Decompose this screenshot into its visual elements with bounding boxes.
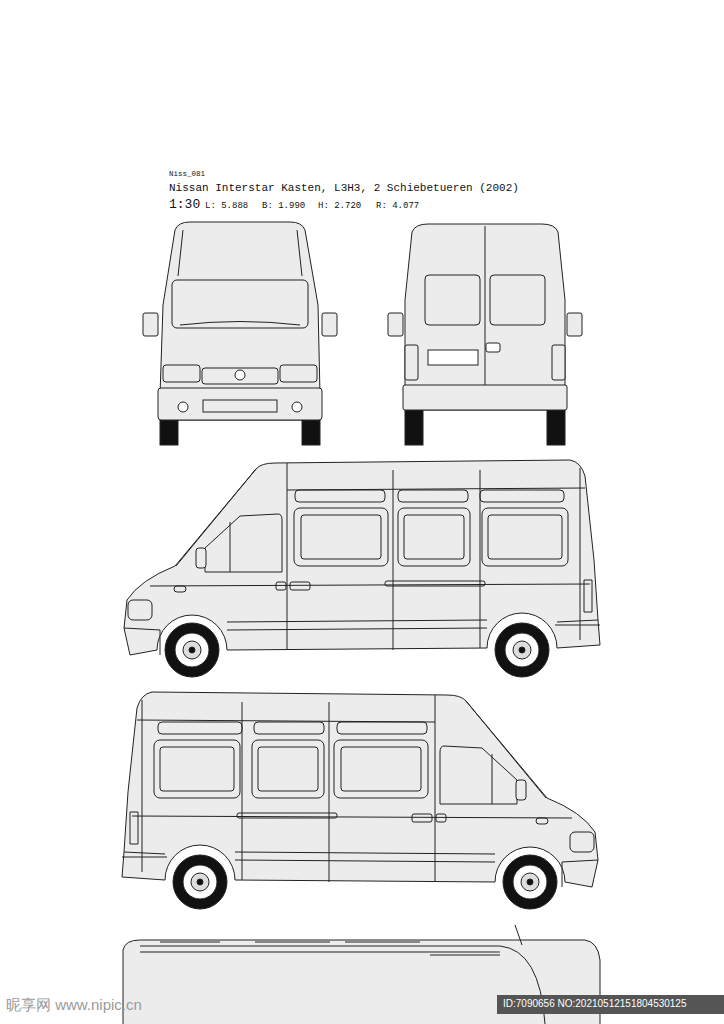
right-side-view (122, 692, 598, 909)
dimension-length: L: 5.888 (205, 201, 248, 211)
watermark-id: ID:7090656 NO:20210512151804530125 (503, 998, 687, 1010)
scale-label: 1:30 (169, 198, 200, 213)
watermark: 昵享网 www.nipic.cn (6, 996, 142, 1013)
dimension-width: B: 1.990 (262, 201, 305, 211)
drawing-title: Nissan Interstar Kasten, L3H3, 2 Schiebe… (169, 182, 519, 195)
dimension-height: H: 2.720 (318, 201, 361, 211)
left-side-view (124, 460, 600, 677)
front-view (143, 222, 337, 445)
dimension-radius: R: 4.077 (376, 201, 419, 211)
rear-view (388, 224, 582, 445)
id-bar (497, 995, 724, 1014)
drawing-code: Niss_081 (169, 170, 205, 179)
